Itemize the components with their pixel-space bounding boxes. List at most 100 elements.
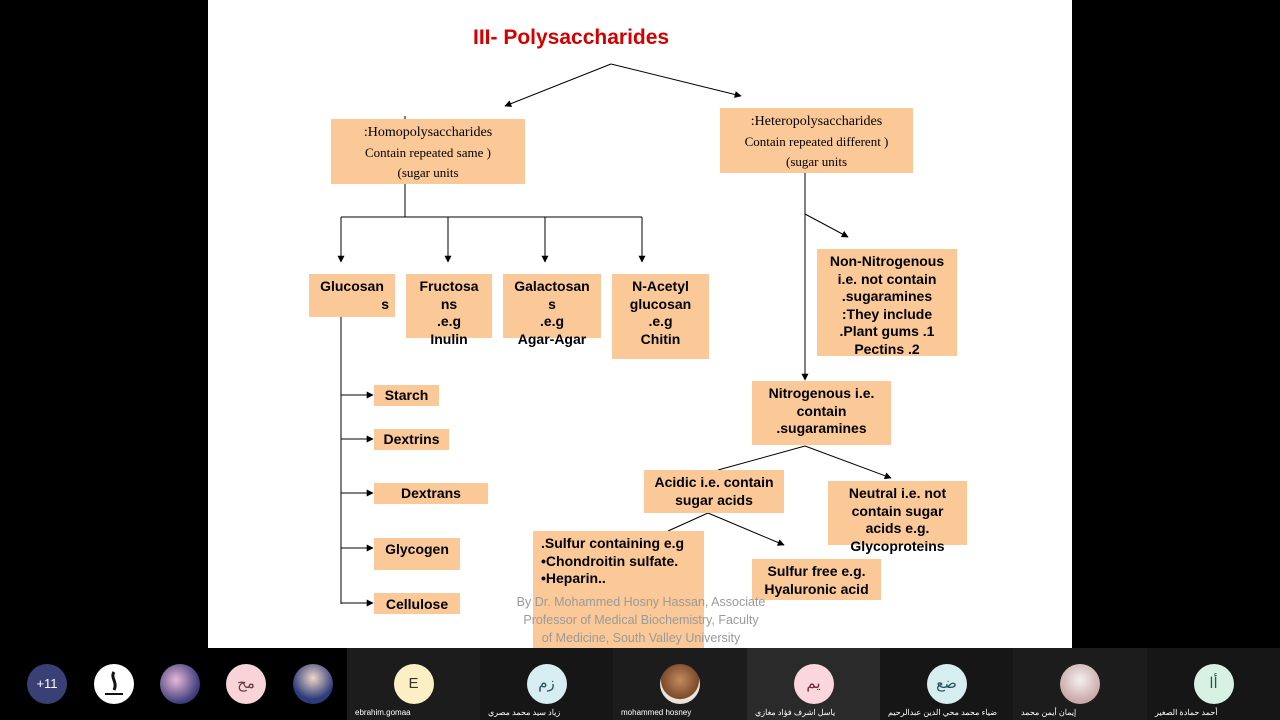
- participant-tile[interactable]: [147, 648, 213, 720]
- box-line: sugar acids: [675, 491, 753, 508]
- box-line: Nitrogenous i.e.: [768, 385, 875, 401]
- participant-tile[interactable]: أا أحمد حمادة الصغير: [1147, 648, 1280, 720]
- credit-line: of Medicine, South Valley University: [541, 631, 741, 645]
- participant-name: ياسل اشرف فؤاد مغازي: [755, 708, 836, 717]
- author-credit: By Dr. Mohammed Hosny Hassan, Associate …: [506, 593, 776, 647]
- participant-name: ضياء محمد محي الدين عبدالرحيم: [888, 708, 998, 717]
- presentation-slide: III- Polysaccharides :Homopolysaccharide…: [208, 0, 1072, 648]
- more-participants[interactable]: +11: [0, 648, 94, 720]
- box-line: Glycoproteins: [850, 537, 945, 554]
- box-line: Contain repeated different ): [744, 134, 889, 149]
- participant-avatar: أا: [1193, 664, 1234, 704]
- dextrins-box: Dextrins: [374, 429, 449, 450]
- cellulose-box: Cellulose: [374, 593, 460, 614]
- box-line: Galactosan: [514, 278, 590, 294]
- box-line: Inulin: [430, 330, 468, 347]
- participant-avatar: مح: [226, 664, 266, 704]
- box-line: Neutral i.e. not: [848, 485, 947, 501]
- box-line: .e.g: [648, 313, 673, 329]
- participant-tile[interactable]: يم ياسل اشرف فؤاد مغازي: [747, 648, 880, 720]
- box-line: Chitin: [640, 330, 681, 347]
- participant-avatar: زم: [526, 664, 567, 704]
- box-line: glucosan: [629, 295, 692, 312]
- sulfur-containing-box: .Sulfur containing e.g •Chondroitin sulf…: [533, 531, 704, 648]
- participant-tile[interactable]: E ebrahim.gomaa: [347, 648, 480, 720]
- homopolysaccharides-box: :Homopolysaccharides Contain repeated sa…: [331, 119, 525, 184]
- participant-name: إيمان أيمن محمد: [1021, 708, 1077, 717]
- box-line: Glycogen: [385, 541, 449, 557]
- starch-box: Starch: [374, 385, 439, 406]
- neutral-box: Neutral i.e. not contain sugar acids e.g…: [828, 481, 967, 554]
- participant-tile[interactable]: [279, 648, 347, 720]
- box-line: ns: [440, 295, 458, 312]
- box-line: Starch: [384, 387, 429, 403]
- box-line: :Homopolysaccharides: [363, 125, 493, 140]
- box-line: (sugar units: [785, 154, 848, 169]
- box-line: Agar-Agar: [517, 330, 587, 347]
- participant-avatar: E: [393, 664, 434, 704]
- box-line: .e.g: [539, 313, 565, 329]
- box-line: .Plant gums .1: [839, 323, 935, 339]
- avatar-photo-icon: [160, 664, 200, 704]
- heteropolysaccharides-box: :Heteropolysaccharides Contain repeated …: [720, 108, 913, 173]
- box-line: .e.g: [436, 313, 462, 329]
- box-line: Cellulose: [385, 596, 449, 612]
- box-line: Hyaluronic acid: [764, 580, 869, 597]
- avatar-photo-icon: [293, 664, 333, 704]
- box-line: Dextrans: [401, 485, 461, 501]
- diagram-connectors: [337, 63, 892, 607]
- box-line: .sugaramines: [776, 420, 867, 436]
- avatar-photo-icon: [660, 664, 700, 704]
- box-line: Contain repeated same ): [365, 145, 491, 160]
- sulfur-free-box: Sulfur free e.g. Hyaluronic acid: [752, 559, 881, 600]
- box-line: Fructosa: [419, 278, 479, 294]
- participant-tile[interactable]: mohammed hosney: [613, 648, 747, 720]
- box-line: acids e.g.: [865, 520, 930, 536]
- box-line: s: [548, 295, 556, 312]
- participant-tile[interactable]: إيمان أيمن محمد: [1013, 648, 1147, 720]
- acidic-box: Acidic i.e. contain sugar acids: [644, 470, 784, 513]
- participant-avatar: يم: [793, 664, 834, 704]
- nitrogenous-box: Nitrogenous i.e. contain .sugaramines: [752, 381, 891, 445]
- box-line: i.e. not contain: [837, 270, 937, 287]
- participants-strip: +11 مح E ebrahim.gomaa زم زياد سيد محمد …: [0, 648, 1280, 720]
- participant-name: أحمد حمادة الصغير: [1155, 708, 1218, 717]
- participant-name: ebrahim.gomaa: [355, 708, 411, 717]
- more-participants-badge[interactable]: +11: [27, 664, 67, 704]
- galactosans-box: Galactosan s .e.g Agar-Agar: [503, 274, 601, 347]
- credit-line: Professor of Medical Biochemistry, Facul…: [523, 613, 759, 627]
- box-line: Glucosan: [320, 278, 384, 294]
- box-line: .sugaramines: [841, 288, 933, 304]
- box-line: Pectins .2: [854, 340, 920, 357]
- box-line: Acidic i.e. contain: [654, 474, 774, 490]
- participant-tile[interactable]: ضع ضياء محمد محي الدين عبدالرحيم: [880, 648, 1013, 720]
- slide-title: III- Polysaccharides: [473, 26, 670, 49]
- participant-tile[interactable]: [80, 648, 147, 720]
- participant-avatar: ضع: [926, 664, 967, 704]
- credit-line: By Dr. Mohammed Hosny Hassan, Associate: [516, 595, 766, 609]
- box-line: contain sugar: [851, 502, 944, 519]
- fructosans-box: Fructosa ns .e.g Inulin: [406, 274, 492, 347]
- box-line: s: [381, 295, 389, 312]
- leader-logo-icon: [93, 664, 134, 704]
- glucosans-box: Glucosan s: [309, 274, 395, 317]
- non-nitrogenous-box: Non-Nitrogenous i.e. not contain .sugara…: [817, 249, 957, 357]
- box-line: N-Acetyl: [632, 278, 689, 294]
- box-line: contain: [796, 402, 847, 419]
- box-line: :They include: [841, 305, 933, 322]
- glycogen-box: Glycogen: [374, 538, 460, 570]
- dextrans-box: Dextrans: [374, 483, 488, 504]
- participant-tile[interactable]: زم زياد سيد محمد مصري: [480, 648, 613, 720]
- box-line: Sulfur free e.g.: [767, 563, 866, 579]
- box-line: •Heparin..: [541, 570, 606, 586]
- participant-tile[interactable]: مح: [213, 648, 279, 720]
- box-line: .Sulfur containing e.g: [541, 535, 685, 551]
- box-line: Non-Nitrogenous: [829, 253, 945, 269]
- participant-name: mohammed hosney: [621, 708, 692, 717]
- box-line: •Chondroitin sulfate.: [541, 552, 679, 569]
- box-line: (sugar units: [397, 165, 459, 180]
- box-line: Dextrins: [383, 431, 440, 447]
- avatar-photo-icon: [1060, 664, 1100, 704]
- participant-name: زياد سيد محمد مصري: [488, 708, 561, 717]
- box-line: :Heteropolysaccharides: [750, 114, 883, 129]
